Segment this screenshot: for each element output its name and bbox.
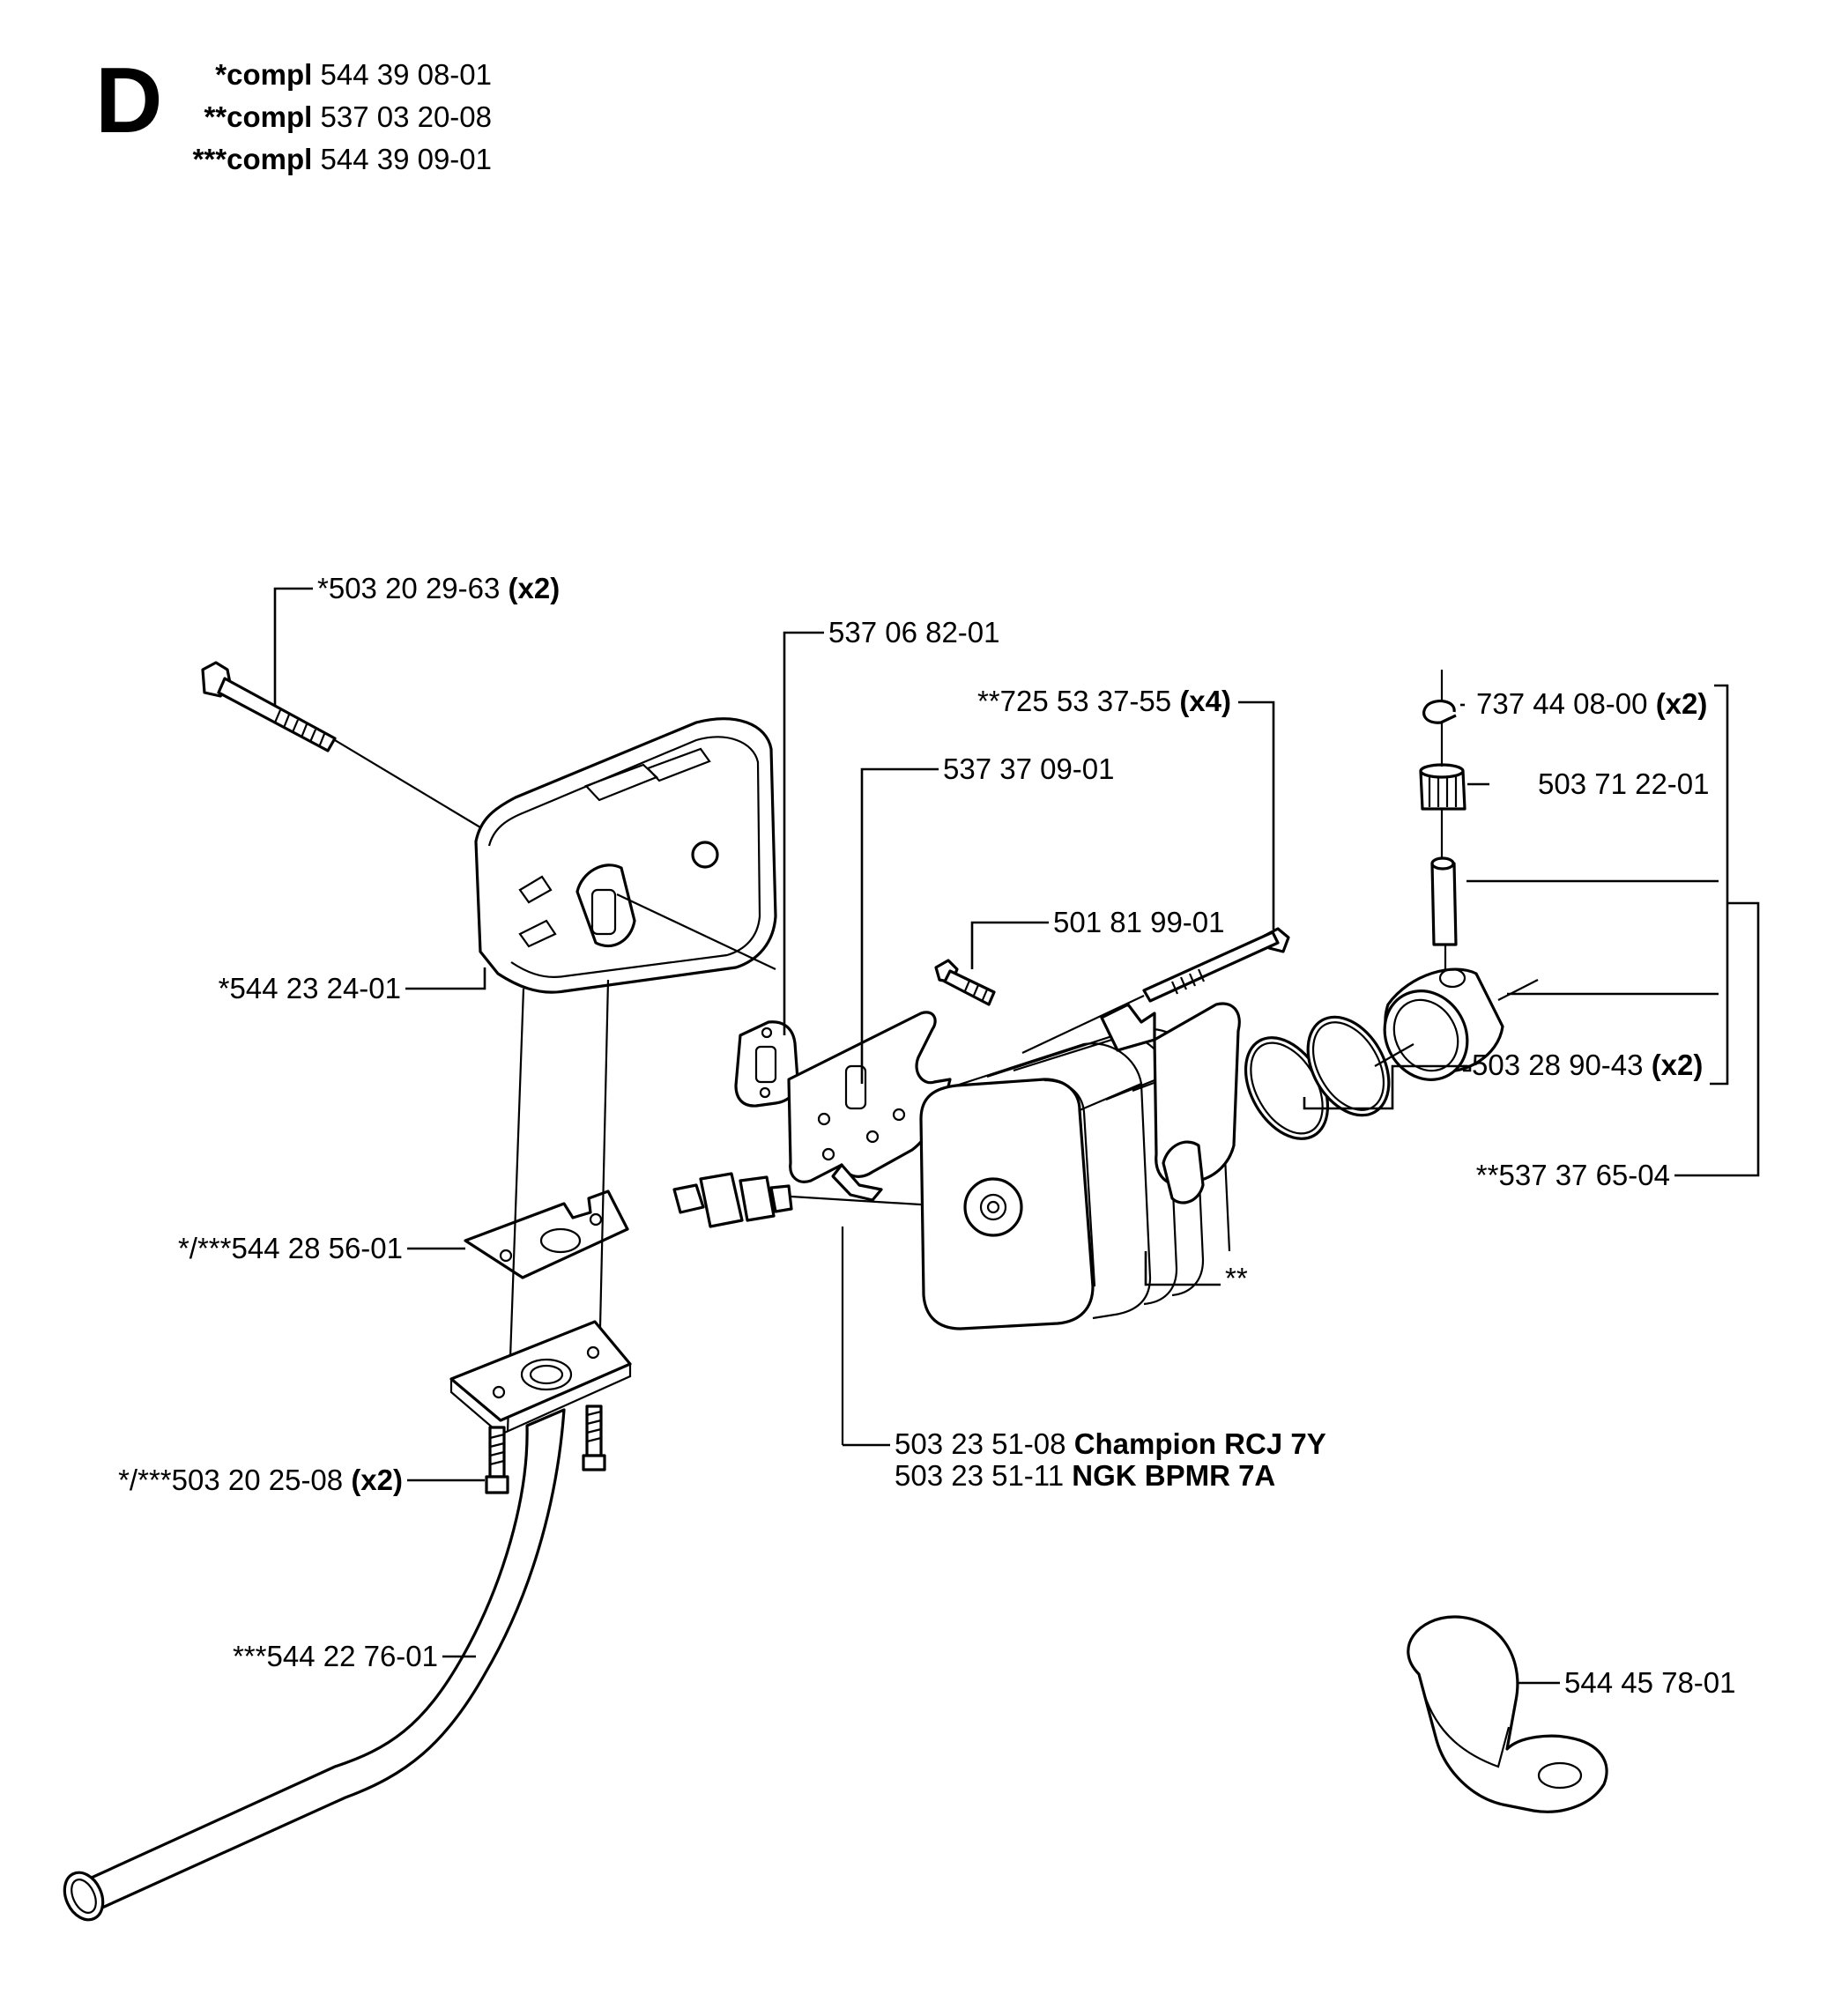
label-plate: 537 37 09-01 [943,752,1115,785]
label-bottom-screws: */***503 20 25-08 (x2) [118,1464,403,1496]
leader-lines [273,587,1760,1685]
label-clamp: 544 45 78-01 [1564,1666,1736,1699]
label-spark-plug-2: 503 23 51-11 NGK BPMR 7A [895,1459,1275,1492]
bearing-drawing [1419,763,1466,859]
label-bearing: 503 71 22-01 [1538,767,1710,800]
screw-cylinder-drawing [1021,927,1290,1054]
compl-line-3: ***compl 544 39 09-01 [193,143,492,175]
bottom-screws-drawing [485,1405,606,1494]
cylinder-drawing [919,1002,1241,1330]
label-tube-gasket: */***544 28 56-01 [178,1232,403,1264]
compl-list: *compl 544 39 08-01 **compl 537 03 20-08… [193,58,492,175]
tube-gasket-drawing [464,1190,629,1279]
label-muffler: *544 23 24-01 [219,972,401,1004]
flange-drawing [449,1320,632,1436]
label-gasket-muffler: 537 06 82-01 [828,616,1000,649]
label-spark-plug-1: 503 23 51-08 Champion RCJ 7Y [895,1427,1326,1460]
label-piston: **537 37 65-04 [1476,1159,1670,1191]
label-screw-plate: 501 81 99-01 [1053,906,1225,938]
piston-drawing [1374,967,1539,1081]
compl-line-2: **compl 537 03 20-08 [204,100,492,133]
label-cylinder: ** [1225,1262,1248,1294]
screw-plate-drawing [934,959,996,1006]
section-letter: D [95,48,163,152]
muffler-drawing [474,717,777,994]
piston-pin-drawing [1430,856,1458,969]
piston-rings-drawing [1244,1015,1391,1140]
compl-line-1: *compl 544 39 08-01 [215,58,492,91]
label-rings: 503 28 90-43 (x2) [1472,1049,1703,1081]
label-exhaust-tube: ***544 22 76-01 [233,1640,438,1672]
label-screw-cylinder: **725 53 37-55 (x4) [977,685,1231,717]
bolt-top-drawing [201,661,530,857]
plate-drawing [787,1011,952,1202]
label-bolt-top: *503 20 29-63 (x2) [317,572,560,604]
exhaust-tube-drawing [63,1408,566,1922]
circlip-drawing [1422,670,1457,767]
clamp-drawing [1407,1615,1608,1813]
label-circlip: 737 44 08-00 (x2) [1476,687,1707,720]
